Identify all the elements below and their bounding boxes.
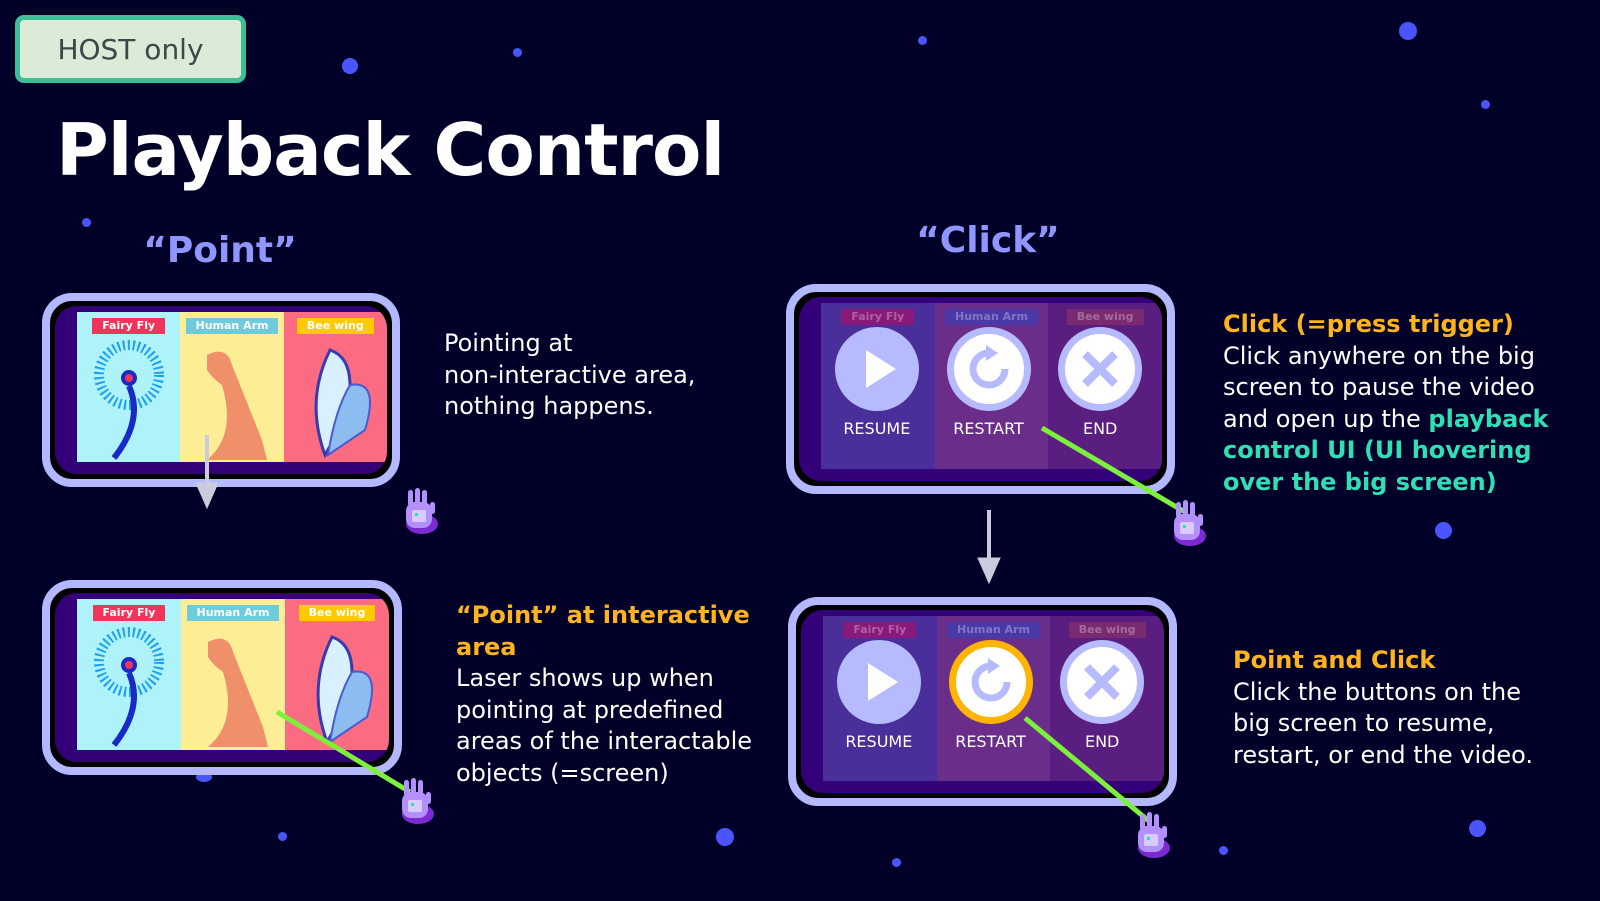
down-arrow-2: [977, 510, 1001, 585]
resume-button[interactable]: [834, 327, 919, 411]
laser-beam-3: [1040, 425, 1187, 515]
host-only-badge: HOST only: [15, 15, 246, 83]
vr-controller-glove-icon: [1138, 812, 1170, 858]
text-line: Click the buttons on the: [1233, 677, 1522, 706]
video-tag: Human Arm: [186, 605, 280, 621]
text-highlight: playback: [1428, 404, 1549, 433]
video-column: Human Arm: [180, 312, 284, 462]
vr-controller-glove-icon: [402, 778, 434, 824]
video-tag: Fairy Fly: [843, 622, 917, 638]
down-arrow-1: [195, 435, 219, 510]
video-frame: Fairy Fly Human Arm Bee wing: [77, 599, 389, 750]
text-line: nothing happens.: [444, 392, 654, 420]
resume-label: RESUME: [845, 732, 913, 751]
text-line: objects (=screen): [456, 758, 669, 787]
text-point-noninteractive: Pointing at non-interactive area, nothin…: [444, 328, 695, 423]
text-highlight: over the big screen): [1223, 467, 1497, 496]
video-tag: Human Arm: [947, 622, 1040, 638]
text-highlight: control UI (UI hovering: [1223, 436, 1532, 464]
restart-label: RESTART: [955, 732, 1026, 751]
video-tag: Bee wing: [298, 605, 376, 621]
video-tag: Bee wing: [1066, 309, 1144, 325]
restart-icon: [969, 345, 1008, 389]
video-column: Fairy Fly: [77, 312, 181, 462]
video-tag: Human Arm: [945, 309, 1038, 325]
end-button[interactable]: [1058, 327, 1143, 411]
human-arm-illustration: [206, 351, 267, 460]
fairy-fly-illustration: [94, 627, 164, 747]
restart-button[interactable]: [946, 327, 1031, 411]
text-heading: area: [456, 632, 517, 661]
text-line: Laser shows up when: [456, 664, 714, 692]
video-column: Human Arm: [181, 599, 285, 750]
vr-controller-glove-icon: [1174, 500, 1206, 546]
resume-button[interactable]: [836, 640, 921, 724]
video-frame: Fairy Fly Human Arm Bee wing: [77, 312, 387, 462]
screen-panel-point-noninteractive: Fairy Fly Human Arm Bee wing: [42, 293, 400, 487]
fairy-fly-illustration: [93, 340, 164, 460]
point-heading: “Point”: [143, 230, 297, 271]
text-line: and open up the playback: [1223, 404, 1548, 436]
play-icon: [867, 663, 898, 701]
page-title: Playback Control: [56, 108, 725, 192]
click-heading: “Click”: [916, 220, 1060, 261]
laser-beam-4: [1023, 716, 1152, 824]
text-line: screen to pause the video: [1223, 373, 1535, 401]
text-point-and-click: Point and Click Click the buttons on the…: [1233, 645, 1533, 771]
resume-label: RESUME: [843, 419, 911, 438]
restart-label: RESTART: [953, 419, 1024, 438]
human-arm-illustration: [208, 638, 268, 747]
text-heading: Point and Click: [1233, 646, 1436, 674]
screen-inner: Fairy Fly Human Arm Bee wing: [55, 306, 387, 474]
text-click: Click (=press trigger) Click anywhere on…: [1223, 309, 1548, 498]
close-icon: [1082, 351, 1118, 387]
end-label: END: [1082, 419, 1118, 438]
text-line: Pointing at: [444, 329, 573, 357]
text-line: pointing at predefined: [456, 695, 724, 724]
close-icon: [1084, 664, 1120, 700]
text-line: Click anywhere on the big: [1223, 341, 1535, 370]
video-tag: Human Arm: [185, 318, 279, 334]
text-heading: Click (=press trigger): [1223, 310, 1514, 338]
text-line: restart, or end the video.: [1233, 740, 1534, 769]
video-tag: Fairy Fly: [841, 309, 915, 325]
restart-icon: [971, 658, 1010, 702]
end-button[interactable]: [1060, 640, 1145, 724]
video-tag: Bee wing: [296, 318, 374, 334]
screen-panel-point-interactive: Fairy Fly Human Arm Bee wing: [42, 580, 402, 775]
bee-wing-illustration: [314, 348, 372, 459]
video-tag: Fairy Fly: [92, 318, 166, 334]
laser-beam-2: [275, 709, 412, 795]
restart-button[interactable]: [948, 640, 1033, 724]
video-tag: Fairy Fly: [92, 605, 166, 621]
text-line: non-interactive area,: [444, 360, 696, 389]
play-icon: [865, 350, 896, 388]
text-line: big screen to resume,: [1233, 709, 1495, 737]
vr-controller-glove-icon: [406, 488, 438, 534]
screen-inner: Fairy Fly Human Arm Bee wing: [55, 593, 389, 762]
video-tag: Bee wing: [1068, 622, 1146, 638]
text-heading: “Point” at interactive: [456, 601, 750, 629]
video-column: Fairy Fly: [77, 599, 181, 750]
text-fragment: and open up the: [1223, 404, 1429, 433]
video-column: Bee wing: [283, 312, 387, 462]
end-label: END: [1084, 732, 1120, 751]
text-line: areas of the interactable: [456, 727, 753, 755]
text-point-interactive: “Point” at interactive area Laser shows …: [456, 600, 752, 789]
